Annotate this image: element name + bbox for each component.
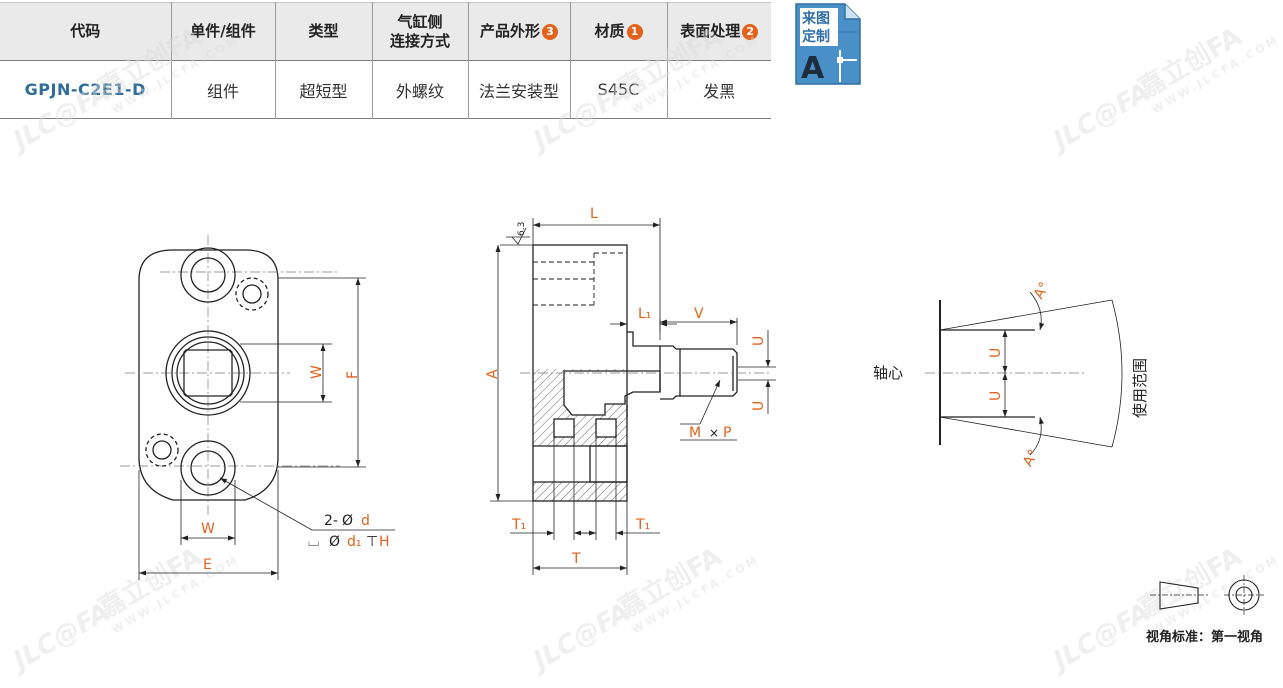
thread-p: P [723, 425, 731, 441]
dim-v: V [694, 306, 704, 322]
doc-badge-line2: 定制 [802, 28, 830, 45]
cell-surface-treatment: 发黑 [703, 81, 736, 101]
dim-w-vertical: W [309, 365, 325, 379]
watermark-brand: JLC@FA [1044, 597, 1155, 678]
roughness-value: 6.3 [517, 222, 527, 236]
dim-w-horizontal: W [201, 521, 215, 537]
range-view-labels: 轴心 使用范围 U U A° A° [873, 280, 1149, 470]
callout-dia2: Ø [329, 534, 340, 550]
dim-f: F [345, 371, 361, 379]
front-view-dimensions [138, 277, 395, 580]
callout-d: d [361, 513, 370, 529]
side-view-dimensions [490, 218, 776, 575]
side-view [520, 244, 770, 502]
side-view-labels: L L₁ V A U U M × P T₁ T₁ T 6.3 [485, 206, 767, 567]
dim-t: T [571, 551, 581, 567]
badge-2: 2 [742, 24, 759, 40]
thread-m: M [689, 425, 701, 441]
callout-h: H [379, 534, 390, 550]
badge-1: 1 [626, 24, 643, 40]
callout-prefix: 2- [324, 513, 338, 529]
custom-drawing-document-icon[interactable]: 来图 定制 A [793, 2, 863, 88]
cell-cylinder-connection: 外螺纹 [372, 60, 469, 119]
header-code: 代码 [0, 2, 172, 61]
watermark-brand: JLC@FA [4, 77, 115, 158]
callout-dia: Ø [342, 513, 353, 529]
first-angle-projection-icon [1150, 575, 1264, 615]
watermark-brand: JLC@FA [1044, 77, 1155, 158]
front-view [120, 235, 340, 515]
header-cylinder-connection: 气缸侧 连接方式 [372, 2, 469, 61]
watermark-brand: JLC@FA [524, 77, 635, 158]
front-view-labels: W F W E 2- Ø d ⌴ Ø d₁ ⊤ H [201, 365, 390, 573]
header-type: 类型 [275, 2, 373, 61]
dim-u-range-bottom: U [988, 391, 1004, 401]
cell-single-or-assembly: 组件 [171, 60, 276, 119]
projection-label: 视角标准：第一视角 [1146, 629, 1263, 645]
range-label: 使用范围 [1131, 358, 1149, 418]
cell-product-shape: 法兰安装型 [468, 60, 571, 119]
cell-type: 超短型 [275, 60, 373, 119]
dim-l1: L₁ [638, 306, 651, 322]
badge-3: 3 [542, 24, 558, 40]
dim-t1-right: T₁ [635, 517, 650, 533]
thread-times: × [709, 426, 719, 440]
axis-label: 轴心 [873, 364, 903, 382]
dim-a: A [485, 369, 501, 379]
range-view [925, 291, 1123, 456]
counterbore-symbol: ⌴ [308, 534, 319, 550]
dim-l: L [590, 206, 598, 222]
dim-u-bottom: U [751, 401, 767, 411]
cell-code: GPJN-C2E1-D [0, 60, 172, 119]
cell-material: S45C [570, 60, 668, 119]
dim-t1-left: T₁ [511, 517, 526, 533]
callout-d1: d₁ [347, 534, 362, 550]
dim-e: E [203, 557, 212, 573]
watermark-brand: JLC@FA [4, 597, 115, 678]
doc-badge-line1: 来图 [801, 11, 830, 27]
dim-u-range-top: U [988, 348, 1004, 358]
dim-u-top: U [751, 336, 767, 346]
dim-angle-top: A° [1031, 280, 1053, 302]
header-single-or-assembly: 单件/组件 [171, 2, 276, 61]
watermark-brand: JLC@FA [524, 597, 635, 678]
dim-angle-bottom: A° [1020, 447, 1042, 469]
table-row: GPJN-C2E1-D 组件 超短型 外螺纹 法兰安装型 S45C 发黑 [0, 60, 771, 119]
doc-badge-letter: A [801, 51, 825, 86]
depth-symbol: ⊤ [366, 534, 378, 550]
